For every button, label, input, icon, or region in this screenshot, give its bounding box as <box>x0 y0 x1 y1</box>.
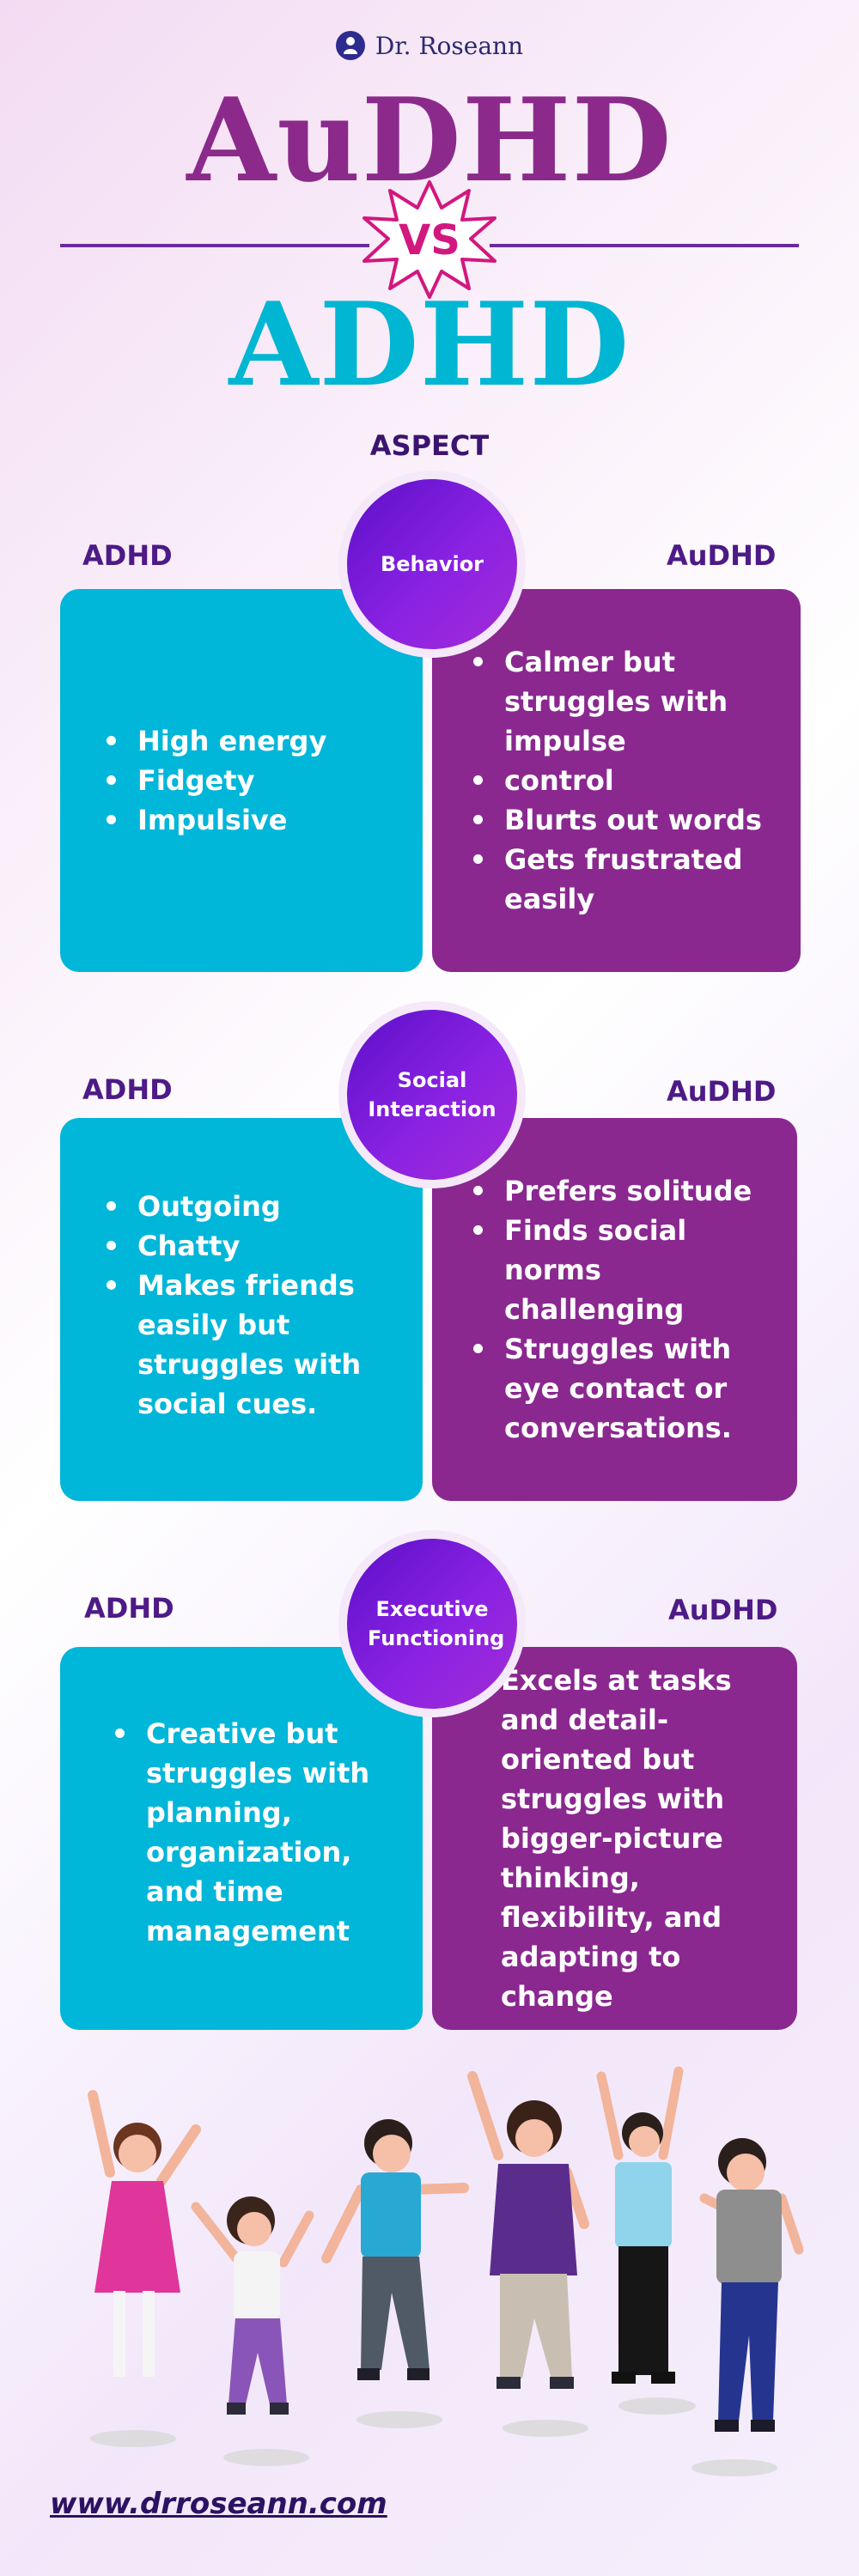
aspect-executive-functioning: Executive Functioning <box>368 1597 505 1650</box>
child-white-top <box>191 2196 314 2415</box>
adhd-behavior-list: High energy Fidgety Impulsive <box>103 721 326 840</box>
list-item: control <box>470 761 783 800</box>
audhd-label: AuDHD <box>667 1075 777 1108</box>
adhd-social-list: Outgoing Chatty Makes friends easily but… <box>103 1187 409 1424</box>
list-item: Outgoing <box>103 1187 409 1226</box>
child-purple-shirt <box>467 2071 589 2389</box>
vs-text: VS <box>399 216 460 264</box>
child-pink-dress <box>88 2090 201 2377</box>
adhd-executive-list: Creative but struggles with planning, or… <box>112 1714 397 1951</box>
aspect-social-interaction: Social Interaction <box>368 1068 497 1121</box>
list-item: Creative but struggles with planning, or… <box>112 1714 397 1951</box>
aspect-circle-executive: Executive Functioning <box>338 1530 526 1717</box>
child-grey-shirt <box>699 2138 804 2432</box>
title-adhd: ADHD <box>228 276 631 412</box>
vs-divider-right <box>490 244 799 247</box>
aspect-behavior: Behavior <box>380 552 484 576</box>
vs-divider-left <box>60 244 369 247</box>
list-item: Gets frustrated easily <box>470 840 783 919</box>
list-item: Makes friends easily but struggles with … <box>103 1266 409 1424</box>
list-item: Chatty <box>103 1226 409 1266</box>
list-item: Finds social norms challenging <box>470 1211 780 1329</box>
audhd-label: AuDHD <box>667 539 777 572</box>
audhd-card-social: Prefers solitude Finds social norms chal… <box>432 1118 797 1501</box>
person-logo-icon <box>335 31 365 60</box>
shadows <box>90 2397 777 2476</box>
child-lightblue-shirt <box>596 2066 684 2384</box>
adhd-label: ADHD <box>84 1592 174 1625</box>
list-item: Struggles with eye contact or conversati… <box>470 1329 780 1448</box>
aspect-circle-behavior: Behavior <box>338 471 526 658</box>
adhd-label: ADHD <box>82 1073 173 1106</box>
aspect-heading: ASPECT <box>369 429 490 462</box>
jumping-children-illustration <box>88 2066 804 2476</box>
website-link[interactable]: www.drroseann.com <box>50 2487 387 2521</box>
aspect-circle-social: Social Interaction <box>338 1001 526 1188</box>
audhd-card-behavior: Calmer but struggles with impulse contro… <box>432 589 801 972</box>
list-item: Calmer but struggles with impulse <box>470 642 783 761</box>
brand-header: Dr. Roseann <box>0 31 859 60</box>
list-item: Prefers solitude <box>470 1171 780 1211</box>
audhd-label: AuDHD <box>668 1594 778 1626</box>
title-audhd: AuDHD <box>186 72 673 208</box>
audhd-executive-list: Excels at tasks and detail-oriented but … <box>466 1661 777 2016</box>
list-item: Excels at tasks and detail-oriented but … <box>466 1661 777 2016</box>
adhd-card-behavior: High energy Fidgety Impulsive <box>60 589 423 972</box>
vs-burst-badge: VS <box>362 180 497 299</box>
audhd-social-list: Prefers solitude Finds social norms chal… <box>470 1171 780 1448</box>
list-item: High energy <box>103 721 326 761</box>
brand-name: Dr. Roseann <box>375 31 524 60</box>
list-item: Fidgety <box>103 761 326 800</box>
audhd-behavior-list: Calmer but struggles with impulse contro… <box>470 642 783 919</box>
adhd-card-social: Outgoing Chatty Makes friends easily but… <box>60 1118 423 1501</box>
list-item: Blurts out words <box>470 800 783 840</box>
child-blue-shirt <box>321 2119 469 2380</box>
audhd-card-executive: Excels at tasks and detail-oriented but … <box>432 1647 797 2030</box>
list-item: Impulsive <box>103 800 326 840</box>
adhd-card-executive: Creative but struggles with planning, or… <box>60 1647 423 2030</box>
adhd-label: ADHD <box>82 539 173 572</box>
